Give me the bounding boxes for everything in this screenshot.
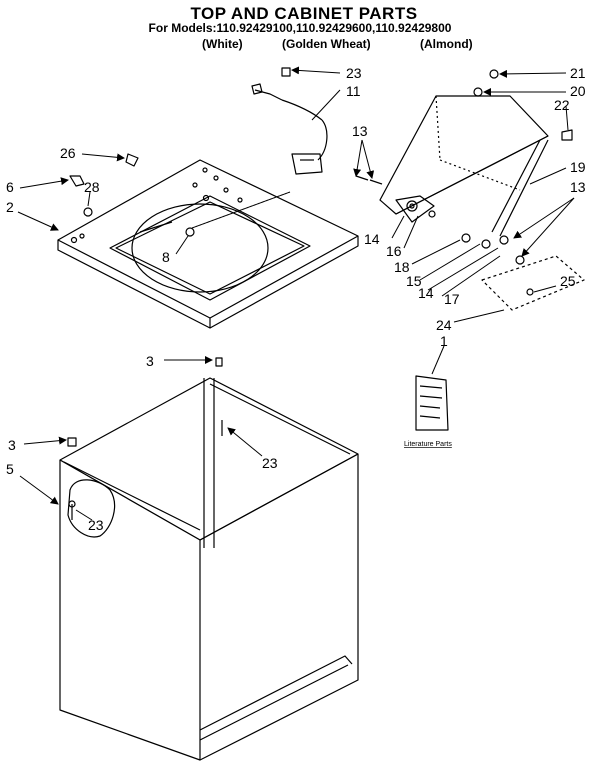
callout-23-b: 23 [262,455,278,471]
callout-6: 6 [6,179,14,195]
callout-14-a: 14 [364,231,380,247]
callout-20: 20 [570,83,586,99]
callout-8: 8 [162,249,170,265]
callout-21: 21 [570,65,586,81]
callout-11: 11 [346,83,361,99]
callout-16: 16 [386,243,402,259]
callout-5: 5 [6,461,14,477]
callout-17: 17 [444,291,460,307]
callout-26: 26 [60,145,76,161]
callout-18: 18 [394,259,410,275]
callout-13-b: 13 [570,179,586,195]
lid [379,95,549,237]
color-label-white: (White) [202,37,243,51]
callout-23-c: 23 [88,517,104,533]
hardware [67,67,573,447]
callout-28: 28 [84,179,100,195]
callout-23-a: 23 [346,65,362,81]
hinge-kit-box [481,255,585,311]
cabinet [59,377,359,761]
callout-1: 1 [440,333,448,349]
callout-14-b: 14 [418,285,434,301]
top-panel [57,159,359,329]
color-label-almond: (Almond) [420,37,473,51]
callout-13-a: 13 [352,123,368,139]
page-title: TOP AND CABINET PARTS [190,4,418,23]
callout-15: 15 [406,273,422,289]
leader-lines [17,66,575,521]
color-label-golden-wheat: (Golden Wheat) [282,37,371,51]
callout-3-a: 3 [146,353,154,369]
callout-22: 22 [554,97,570,113]
callout-24: 24 [436,317,452,333]
callout-numbers: 23 11 13 21 20 22 26 6 28 2 8 19 13 14 1… [6,65,586,533]
models-line: For Models:110.92429100,110.92429600,110… [148,21,452,35]
callout-3-b: 3 [8,437,16,453]
callout-2: 2 [6,199,14,215]
literature-label: Literature Parts [404,441,452,448]
callout-25: 25 [560,273,576,289]
lid-switch-harness [251,83,328,175]
callout-19: 19 [570,159,586,175]
literature-parts [415,375,449,431]
